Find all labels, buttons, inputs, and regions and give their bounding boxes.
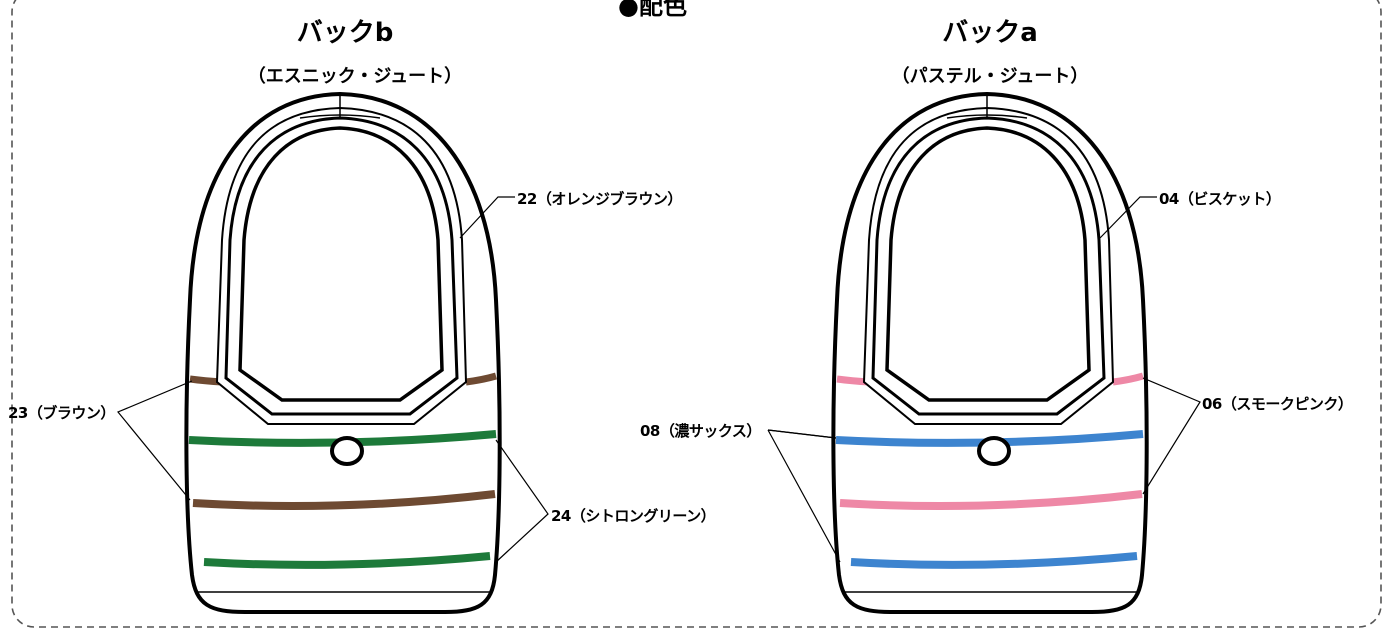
bag-a-subtitle: （パステル・ジュート）	[891, 66, 1089, 87]
bag-a-leader-left-2	[767, 429, 841, 563]
bag-b-leader-handle	[459, 196, 515, 239]
bag-b-button	[330, 436, 364, 466]
bag-a-title: バックa	[942, 18, 1038, 48]
bag-b-callout-right: 24（シトロングリーン）	[551, 507, 716, 525]
bag-b-drawing	[117, 91, 549, 614]
bag-a-callout-handle: 04（ビスケット）	[1159, 190, 1281, 208]
bag-a-leader-handle	[1099, 196, 1157, 239]
bag-b-stripe-4	[203, 552, 491, 569]
bag-b-stripe-3	[192, 490, 496, 510]
bag-b-opening	[238, 126, 444, 402]
bag-a-button	[977, 436, 1011, 466]
bag-a-drawing	[767, 91, 1201, 614]
dashed-frame	[11, 0, 1382, 628]
bag-b-callout-handle: 22（オレンジブラウン）	[517, 190, 682, 208]
bag-b-leader-left	[117, 380, 193, 501]
bag-a-opening	[885, 126, 1091, 402]
bag-a-stripe-3	[839, 490, 1143, 510]
bag-a-stripe-4	[850, 552, 1138, 569]
bag-a-callout-left: 08（濃サックス）	[640, 422, 761, 440]
bag-b-title: バックb	[296, 18, 394, 48]
bag-b-callout-left: 23（ブラウン）	[8, 404, 115, 422]
heading-color-scheme: ●配色	[606, 0, 699, 20]
bag-a-callout-right: 06（スモークピンク）	[1202, 395, 1353, 413]
bag-b-leader-right	[495, 439, 549, 563]
bag-a-leader-right	[1142, 377, 1201, 495]
bag-b-subtitle: （エスニック・ジュート）	[247, 66, 463, 87]
